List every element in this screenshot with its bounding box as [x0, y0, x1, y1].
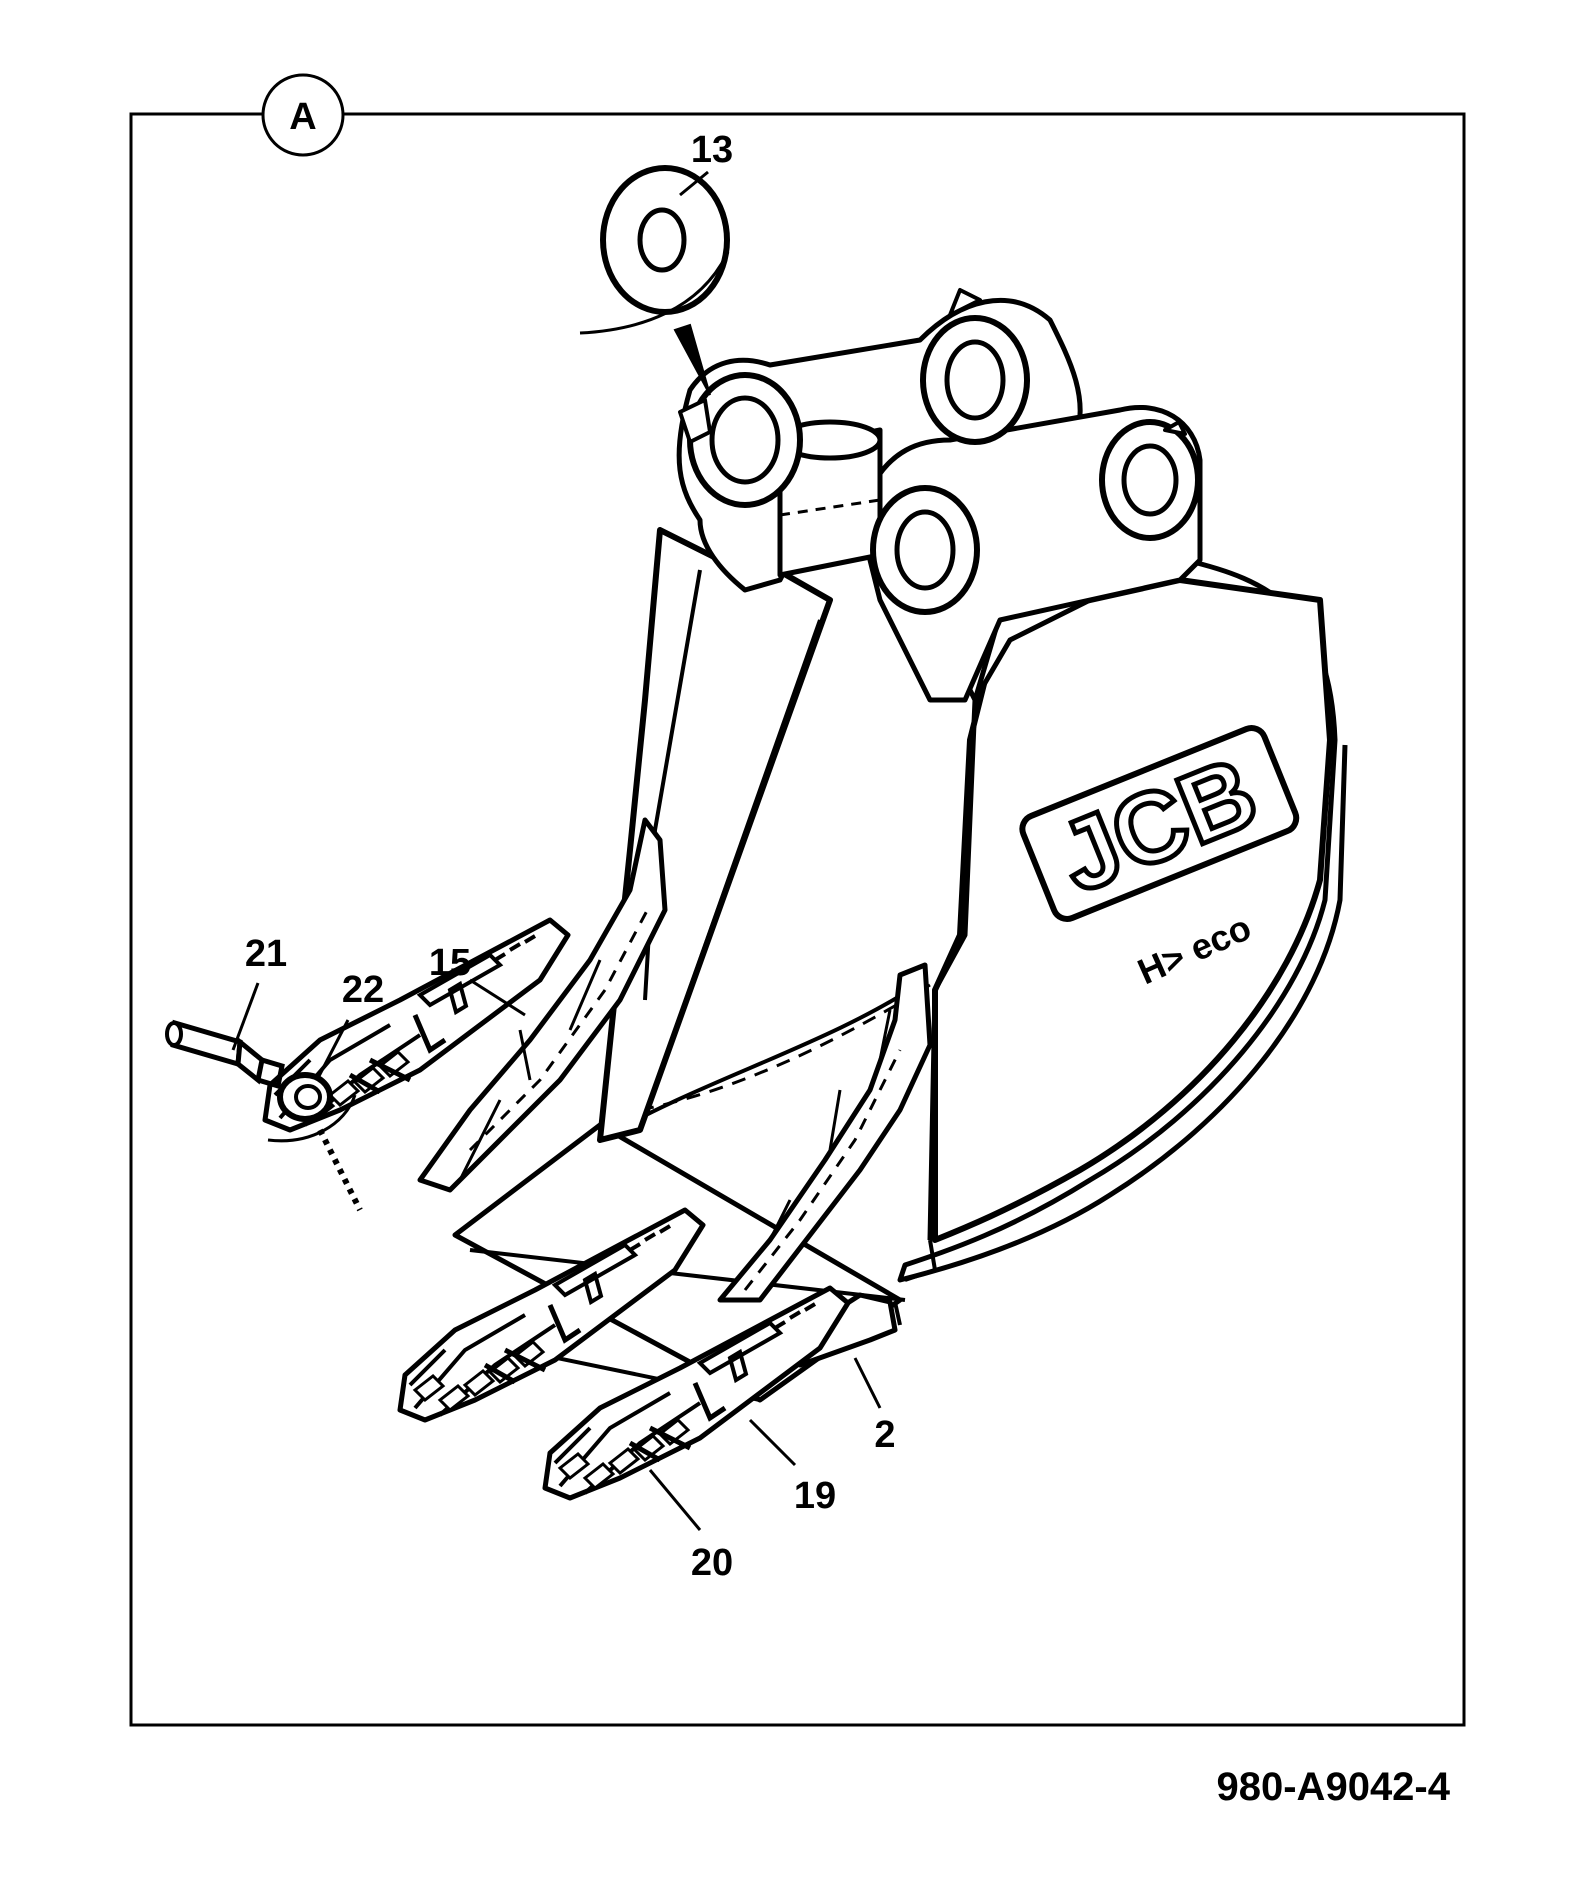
pin-retainer-part [267, 1072, 363, 1212]
callout-19: 19 [794, 1475, 836, 1517]
leader-lines [231, 170, 882, 1531]
view-label-badge: A [261, 73, 345, 157]
callout-13: 13 [691, 129, 733, 171]
callout-15: 15 [429, 942, 471, 984]
figure-code: 980-A9042-4 [1217, 1765, 1451, 1809]
callout-22: 22 [342, 969, 384, 1011]
bucket-hitch [676, 288, 1203, 703]
callout-20: 20 [691, 1542, 733, 1584]
washer-part [579, 165, 730, 396]
callout-21: 21 [245, 933, 287, 975]
callout-2: 2 [874, 1414, 895, 1456]
view-frame [129, 112, 1466, 1727]
retaining-pin-part [165, 1019, 285, 1090]
view-label: A [289, 96, 316, 138]
